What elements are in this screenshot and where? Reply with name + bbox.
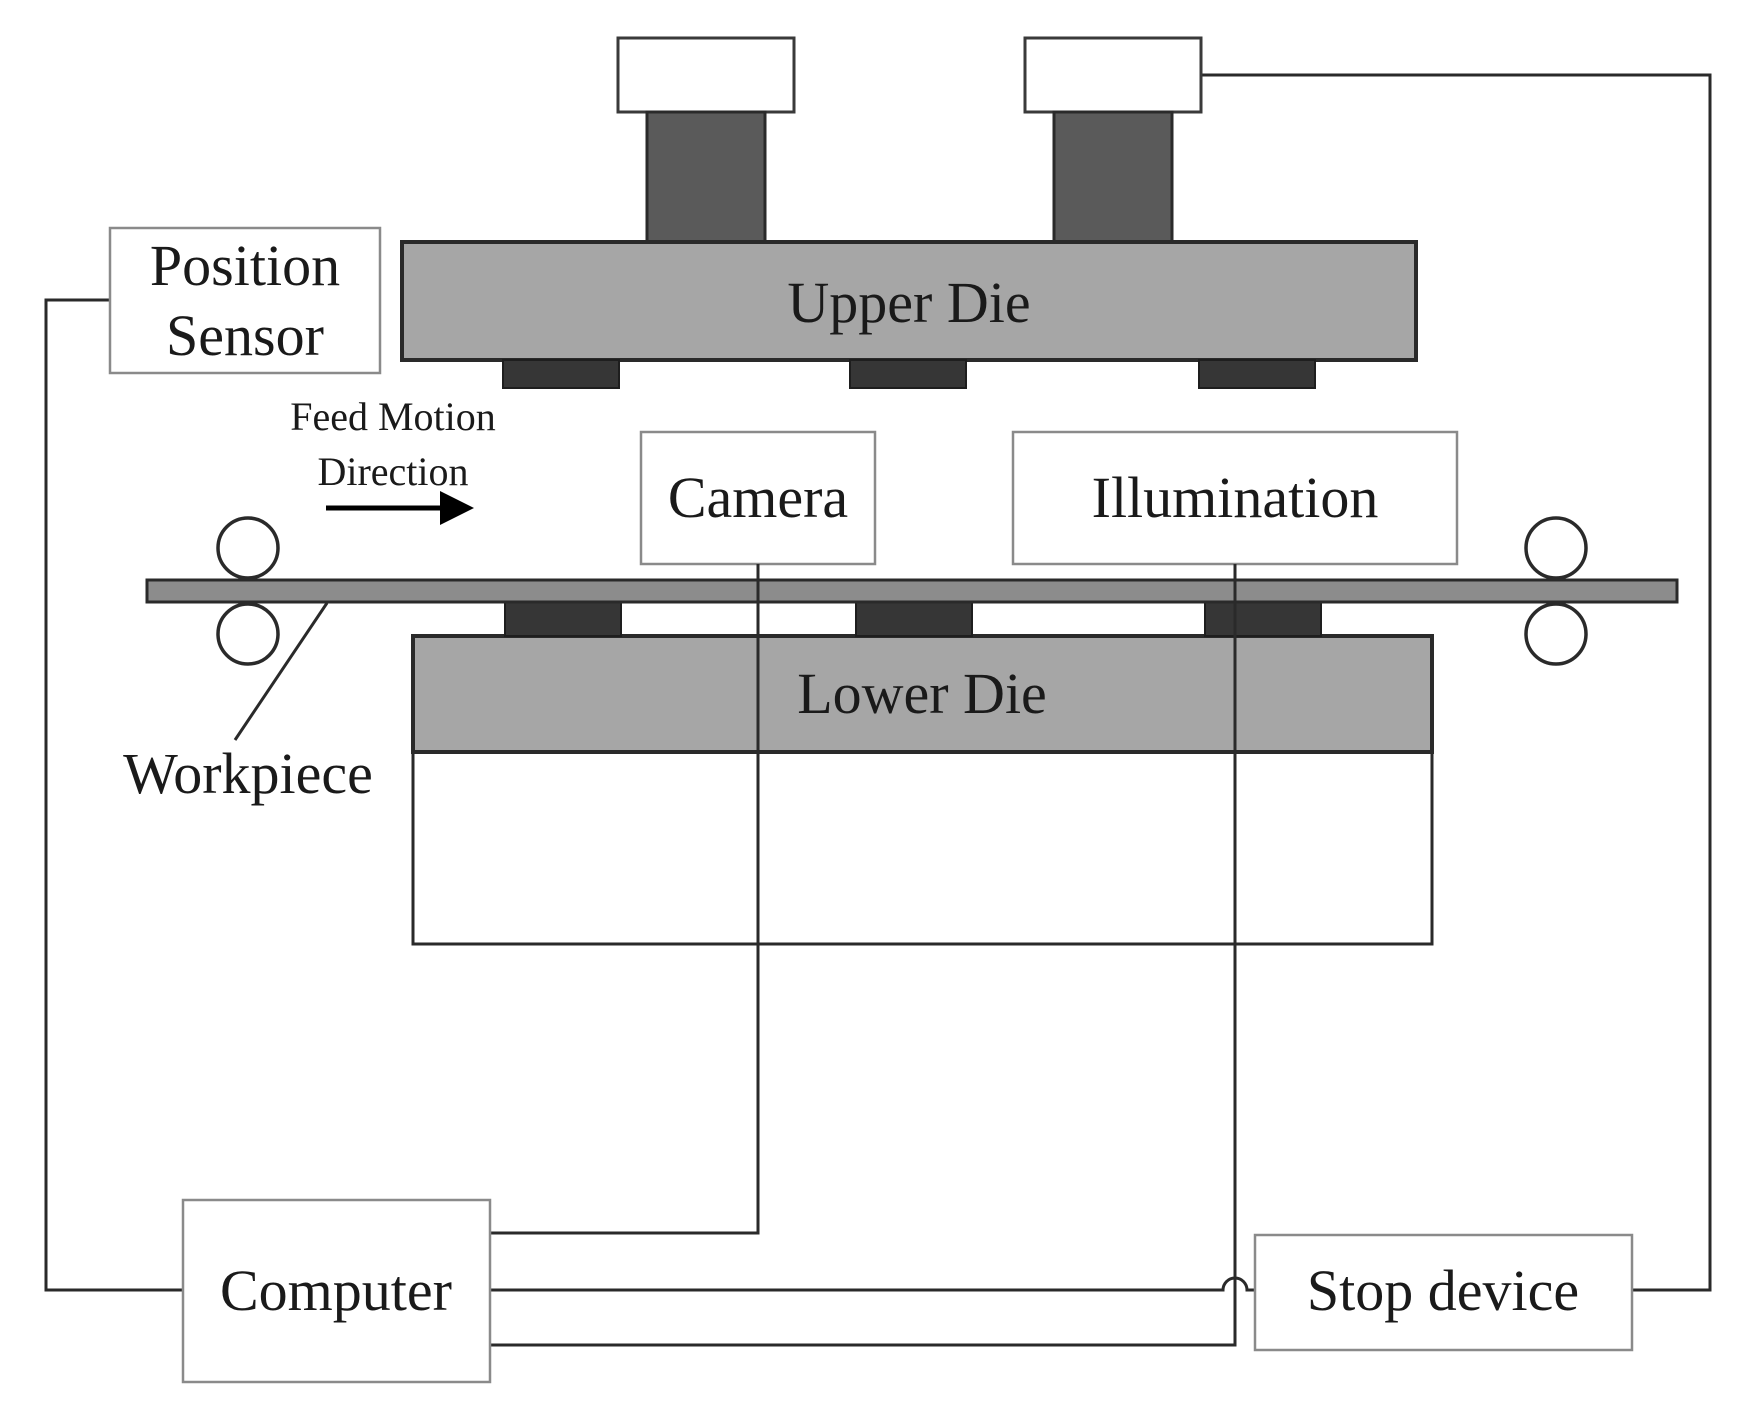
left-cylinder-head xyxy=(616,36,796,114)
upper-die xyxy=(400,240,1418,362)
stop-device-label: Stop device xyxy=(1307,1258,1579,1323)
feed-arrow-head-icon xyxy=(440,491,474,525)
position-sensor-wire xyxy=(44,298,183,1292)
illumination-label: Illumination xyxy=(1092,465,1379,530)
lower-die-pad-3 xyxy=(1204,601,1322,637)
computer-box xyxy=(181,1198,492,1384)
upper-punch-1 xyxy=(502,359,620,389)
workpiece-label: Workpiece xyxy=(123,741,373,806)
position-sensor-box xyxy=(108,226,382,375)
lower-die-label: Lower Die xyxy=(797,661,1047,726)
right-cylinder-rod xyxy=(1052,110,1174,244)
position-sensor-label-2: Sensor xyxy=(166,303,324,368)
illumination-box xyxy=(1011,430,1459,566)
left-upper-roller-icon xyxy=(216,516,280,580)
stop-device-box xyxy=(1253,1233,1634,1352)
feed-motion-label-2: Direction xyxy=(317,449,468,494)
camera-box xyxy=(639,430,877,566)
upper-punch-2 xyxy=(849,359,967,389)
feed-motion-label-1: Feed Motion xyxy=(290,394,496,439)
upper-punch-3 xyxy=(1198,359,1316,389)
right-lower-roller-icon xyxy=(1524,602,1588,666)
stop-to-upper-wire xyxy=(1200,73,1712,1292)
upper-die-label: Upper Die xyxy=(787,270,1030,335)
computer-to-stop-wire xyxy=(490,1276,1255,1292)
position-sensor-label-1: Position xyxy=(150,233,340,298)
lower-die-pad-1 xyxy=(504,601,622,637)
right-upper-roller-icon xyxy=(1524,516,1588,580)
right-cylinder-head xyxy=(1023,36,1203,114)
left-cylinder-rod xyxy=(645,110,767,244)
workpiece-leader-line xyxy=(233,602,329,741)
lower-die-base xyxy=(411,750,1434,946)
lower-die-pad-2 xyxy=(855,601,973,637)
computer-label: Computer xyxy=(220,1258,452,1323)
camera-label: Camera xyxy=(668,465,848,530)
workpiece-strip xyxy=(145,578,1679,604)
left-lower-roller-icon xyxy=(216,602,280,666)
